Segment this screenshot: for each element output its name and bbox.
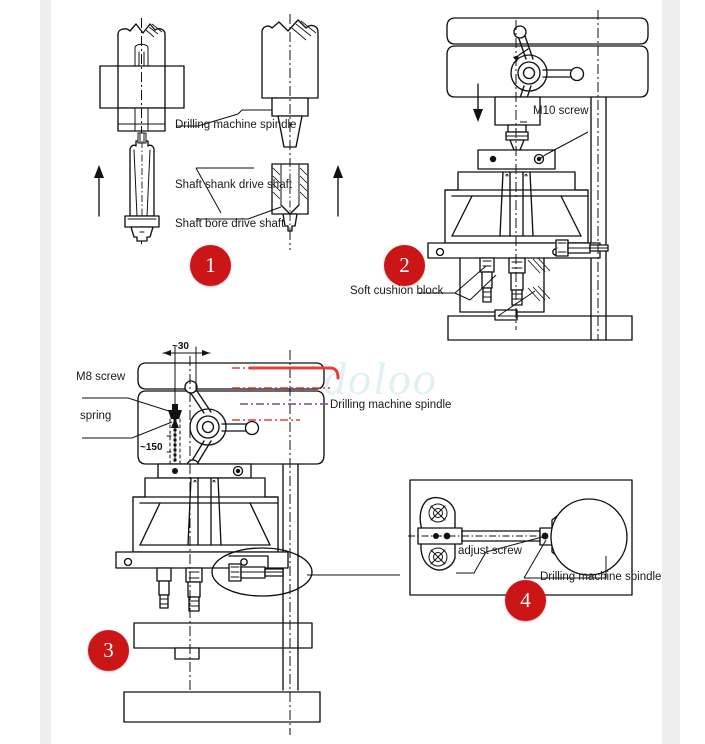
panel-badge-4: 4	[505, 580, 546, 621]
cushion-shaft-left	[479, 257, 495, 303]
left-edge-band	[40, 0, 51, 744]
dimension-30	[162, 346, 211, 411]
panel-2-art	[418, 10, 649, 341]
p3-shaft-right	[185, 567, 203, 612]
p3-shaft-left	[156, 567, 172, 609]
assembly-arrow-left	[94, 165, 104, 217]
dimension-150	[166, 435, 172, 453]
cushion-shaft-right	[508, 257, 526, 306]
label-p1-shaft-bore-drive: Shaft bore drive shaft	[175, 218, 285, 230]
assembly-arrow-right	[333, 165, 343, 217]
label-p3-m8-screw: M8 screw	[76, 371, 126, 383]
dimension-label-150: ~150	[140, 442, 163, 453]
dimension-label-30: ~30	[172, 341, 189, 352]
panel-3-art	[82, 346, 400, 735]
panel-badge-3: 3	[88, 630, 129, 671]
label-p1-spindle: Drilling machine spindle	[175, 119, 297, 131]
panel-badge-1: 1	[190, 245, 231, 286]
label-p2-m10-screw: M10 screw	[533, 105, 589, 117]
label-p3-spindle: Drilling machine spindle	[330, 399, 452, 411]
label-p3-spring: spring	[80, 410, 112, 422]
panel-4-art	[408, 479, 633, 596]
panel-badge-2: 2	[384, 245, 425, 286]
right-edge-band	[662, 0, 680, 744]
label-p4-spindle: Drilling machine spindle	[540, 571, 662, 583]
label-p1-shaft-shank-drive: Shaft shank drive shaft	[175, 179, 292, 191]
panel2-down-arrow	[473, 83, 483, 122]
panel-1-art	[94, 14, 343, 250]
label-p2-soft-cushion-block: Soft cushion block	[350, 285, 444, 297]
label-p4-adjust-screw: adjust screw	[458, 545, 522, 557]
